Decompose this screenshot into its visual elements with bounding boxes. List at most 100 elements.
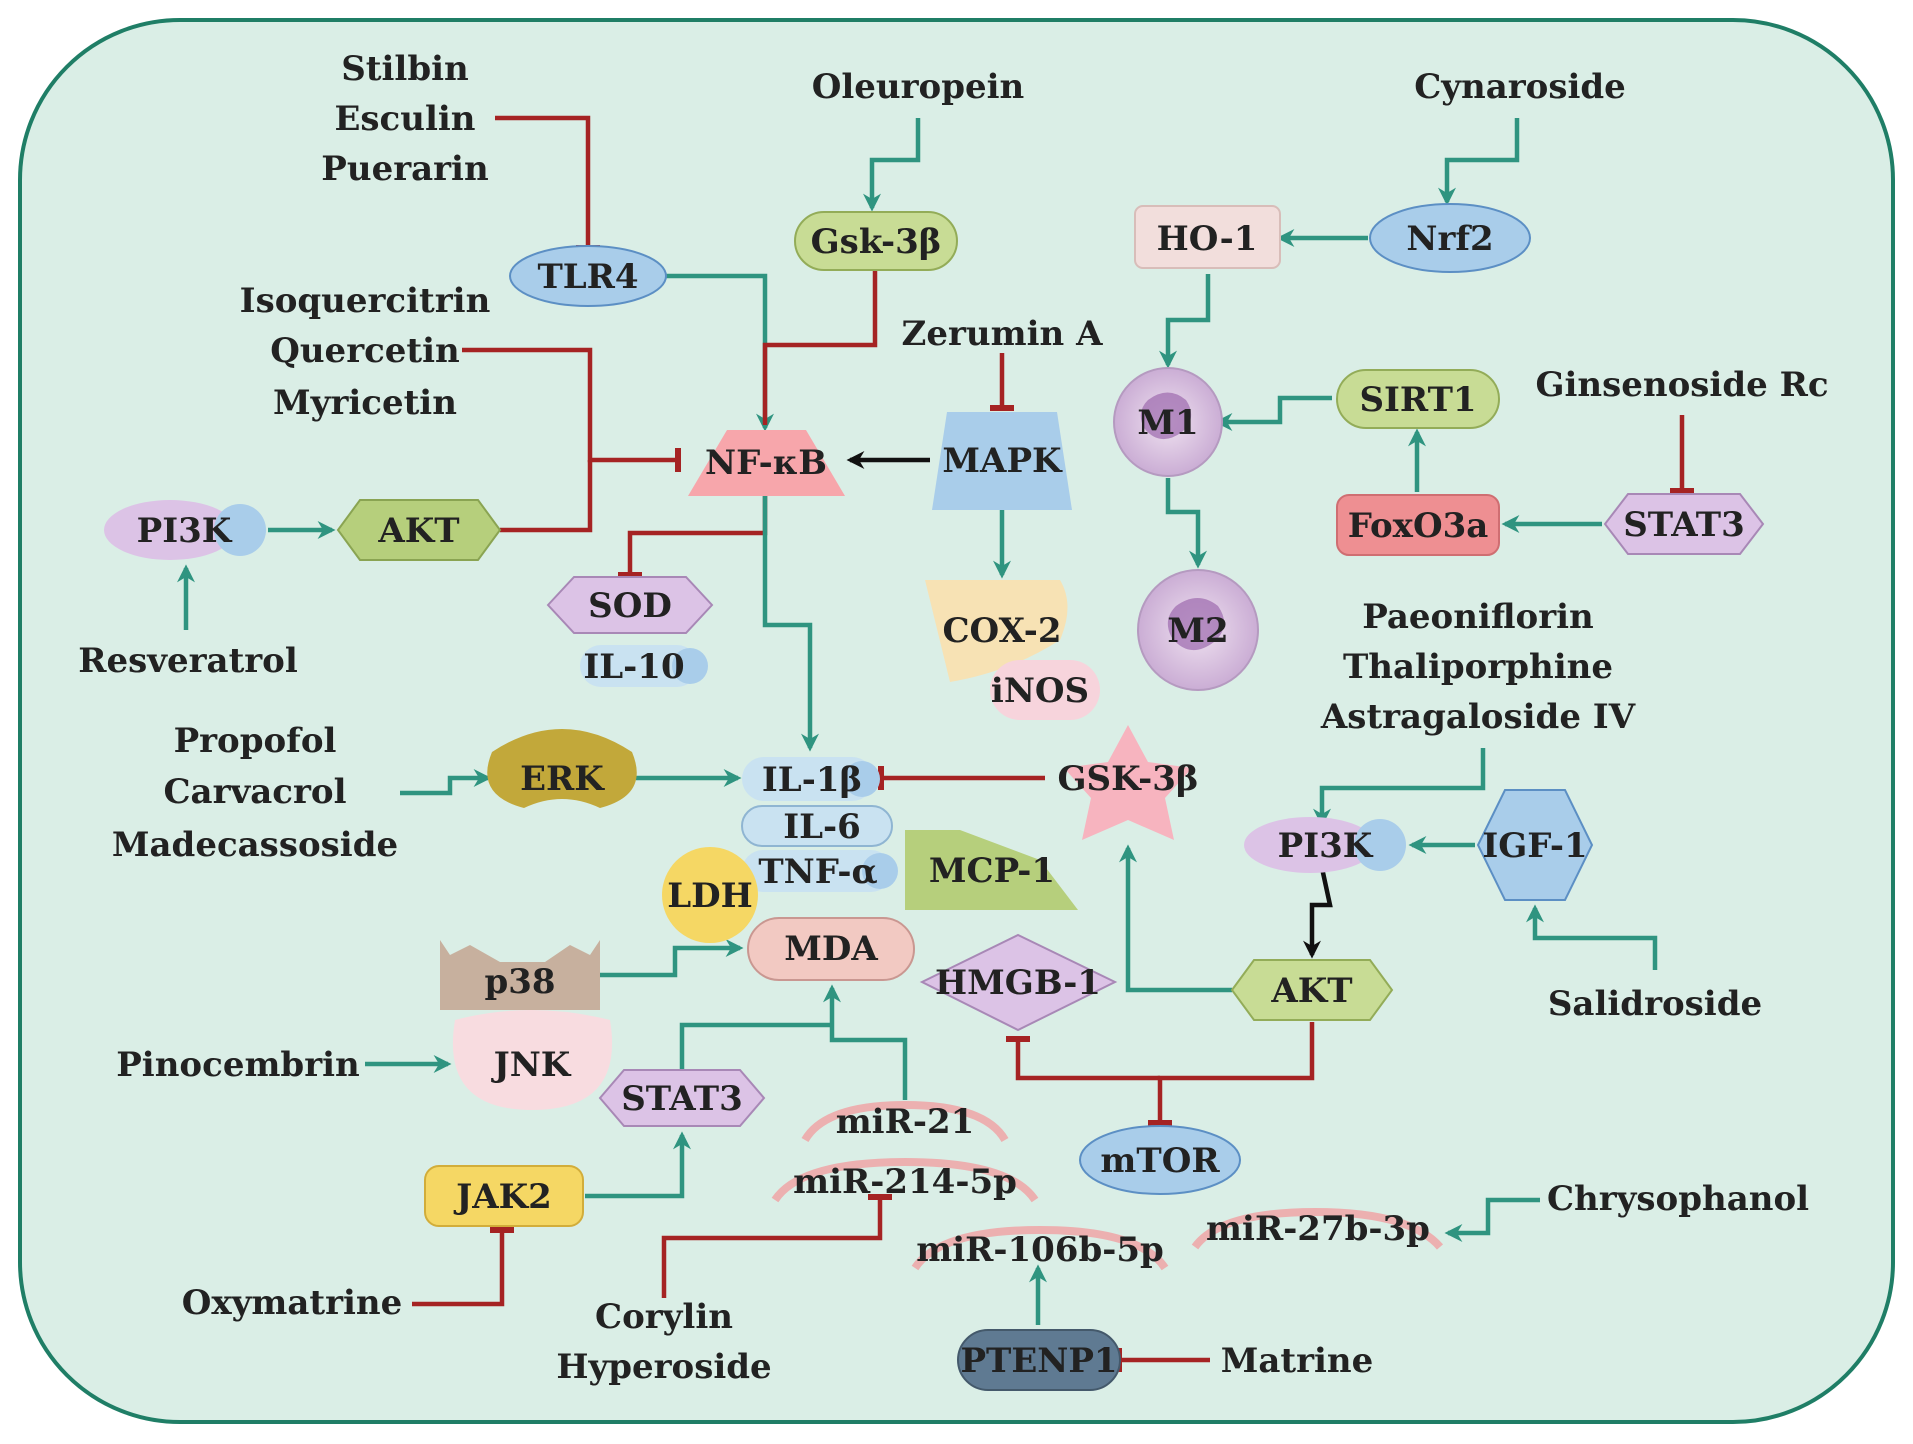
- svg-text:PI3K: PI3K: [1278, 826, 1374, 866]
- svg-text:JAK2: JAK2: [453, 1177, 552, 1217]
- arrow-pi3k-akt-right: [1303, 867, 1333, 959]
- svg-text:M2: M2: [1167, 611, 1228, 651]
- svg-text:PI3K: PI3K: [137, 511, 233, 551]
- svg-text:STAT3: STAT3: [621, 1079, 742, 1119]
- arrow-mir21-mda: [823, 984, 908, 1100]
- node-mda[interactable]: MDA: [747, 917, 915, 981]
- svg-text:TLR4: TLR4: [537, 257, 638, 297]
- svg-text:LDH: LDH: [667, 876, 753, 916]
- label-quercetin: Quercetin: [270, 331, 460, 371]
- label-paeoniflorin: Paeoniflorin: [1362, 597, 1594, 637]
- label-propofol: Propofol: [174, 721, 337, 761]
- node-tnfa[interactable]: TNF-α: [742, 850, 898, 892]
- svg-text:IGF-1: IGF-1: [1482, 826, 1587, 866]
- svg-text:PTENP1: PTENP1: [960, 1341, 1117, 1381]
- label-madecassoside: Madecassoside: [112, 825, 398, 865]
- node-jnk[interactable]: JNK: [452, 1010, 613, 1110]
- node-hmgb1[interactable]: HMGB-1: [919, 933, 1118, 1032]
- node-mcp1[interactable]: MCP-1: [905, 830, 1078, 910]
- svg-text:AKT: AKT: [1270, 971, 1352, 1011]
- node-mtor[interactable]: mTOR: [1079, 1125, 1241, 1195]
- label-matrine: Matrine: [1221, 1341, 1374, 1381]
- inhibit-corylin-mir214: [661, 1200, 883, 1298]
- label-puerarin: Puerarin: [321, 149, 488, 189]
- node-sirt1[interactable]: SIRT1: [1336, 369, 1500, 429]
- node-igf1[interactable]: IGF-1: [1476, 789, 1594, 901]
- svg-text:GSK-3β: GSK-3β: [1057, 759, 1198, 799]
- svg-text:HMGB-1: HMGB-1: [935, 963, 1101, 1003]
- node-il6[interactable]: IL-6: [741, 805, 893, 847]
- node-gsk3b-top[interactable]: Gsk-3β: [794, 211, 958, 271]
- node-p38[interactable]: p38: [440, 940, 600, 1010]
- label-myricetin: Myricetin: [273, 383, 457, 423]
- inhibit-hmgb1-mtor: [1015, 1042, 1160, 1081]
- node-erk[interactable]: ERK: [487, 729, 637, 808]
- node-nrf2[interactable]: Nrf2: [1369, 203, 1531, 273]
- edges: [177, 115, 1694, 1372]
- node-pi3k-left[interactable]: PI3K: [104, 500, 266, 560]
- node-stat3-mid[interactable]: STAT3: [598, 1069, 766, 1127]
- svg-text:miR-21: miR-21: [836, 1102, 975, 1142]
- node-cox2[interactable]: COX-2: [925, 580, 1068, 682]
- label-hyperoside: Hyperoside: [556, 1347, 771, 1387]
- svg-text:p38: p38: [484, 962, 555, 1002]
- svg-text:IL-1β: IL-1β: [762, 760, 862, 800]
- node-mir214[interactable]: miR-214-5p: [771, 1157, 1039, 1203]
- compound-labels: Stilbin Esculin Puerarin Oleuropein Cyna…: [78, 49, 1828, 1387]
- svg-text:SOD: SOD: [588, 586, 672, 626]
- inhibit-akt-nfkb: [500, 460, 593, 533]
- node-m2[interactable]: M2: [1137, 569, 1259, 691]
- svg-text:FoxO3a: FoxO3a: [1348, 506, 1489, 546]
- node-m1[interactable]: M1: [1113, 367, 1223, 477]
- node-akt-left[interactable]: AKT: [336, 499, 502, 561]
- arrow-akt-gsk3b: [1119, 844, 1232, 993]
- node-mapk[interactable]: MAPK: [932, 412, 1072, 510]
- node-tlr4[interactable]: TLR4: [509, 245, 667, 307]
- svg-text:miR-214-5p: miR-214-5p: [793, 1162, 1017, 1202]
- node-ptenp1[interactable]: PTENP1: [957, 1329, 1121, 1391]
- label-oxymatrine: Oxymatrine: [182, 1283, 403, 1323]
- label-oleuropein: Oleuropein: [812, 67, 1025, 107]
- label-isoquercitrin: Isoquercitrin: [240, 281, 491, 321]
- node-nfkb[interactable]: NF-κB: [688, 430, 845, 496]
- label-resveratrol: Resveratrol: [78, 641, 298, 681]
- node-mir106b[interactable]: miR-106b-5p: [911, 1225, 1169, 1271]
- svg-text:SIRT1: SIRT1: [1359, 380, 1476, 420]
- label-ginsenoside-rc: Ginsenoside Rc: [1535, 365, 1828, 405]
- arrow-oleuropein-gsk3b: [863, 118, 921, 212]
- node-foxo3a[interactable]: FoxO3a: [1336, 494, 1500, 556]
- svg-text:miR-106b-5p: miR-106b-5p: [916, 1230, 1164, 1270]
- label-cynaroside: Cynaroside: [1414, 67, 1626, 107]
- node-pi3k-right[interactable]: PI3K: [1244, 817, 1406, 873]
- svg-text:ERK: ERK: [520, 759, 605, 799]
- arrow-ho1-m1: [1159, 274, 1211, 369]
- arrow-cynaroside-nrf2: [1438, 118, 1520, 206]
- node-ho1[interactable]: HO-1: [1134, 205, 1281, 269]
- svg-text:IL-10: IL-10: [583, 647, 684, 687]
- arrow-p38-mda: [600, 939, 744, 978]
- node-stat3-right[interactable]: STAT3: [1603, 493, 1765, 555]
- node-gsk3b-mid[interactable]: GSK-3β: [1057, 725, 1199, 840]
- arrow-paeoniflorin-pi3k: [1313, 748, 1486, 827]
- node-inos[interactable]: iNOS: [990, 660, 1100, 720]
- svg-text:COX-2: COX-2: [942, 611, 1061, 651]
- inhibit-gsk3b-nfkb: [762, 270, 878, 425]
- node-mir27b[interactable]: miR-27b-3p: [1191, 1207, 1444, 1250]
- node-ldh[interactable]: LDH: [662, 847, 758, 943]
- svg-text:HO-1: HO-1: [1157, 219, 1258, 259]
- node-jak2[interactable]: JAK2: [424, 1165, 584, 1227]
- svg-text:Nrf2: Nrf2: [1406, 219, 1493, 259]
- svg-text:M1: M1: [1137, 403, 1198, 443]
- nodes: TLR4 Gsk-3β HO-1 Nrf2 NF-κB MAPK: [104, 203, 1765, 1391]
- node-sod[interactable]: SOD: [546, 576, 714, 634]
- svg-text:MCP-1: MCP-1: [929, 851, 1055, 891]
- label-astragaloside: Astragaloside IV: [1320, 697, 1636, 737]
- arrow-chrysophanol-mir27b: [1444, 1197, 1540, 1242]
- node-il1b[interactable]: IL-1β: [742, 757, 880, 801]
- svg-text:miR-27b-3p: miR-27b-3p: [1206, 1209, 1430, 1249]
- node-akt-right[interactable]: AKT: [1230, 959, 1394, 1021]
- node-il10[interactable]: IL-10: [580, 645, 708, 687]
- arrow-m1-m2: [1165, 478, 1207, 569]
- node-mir21[interactable]: miR-21: [801, 1100, 1009, 1143]
